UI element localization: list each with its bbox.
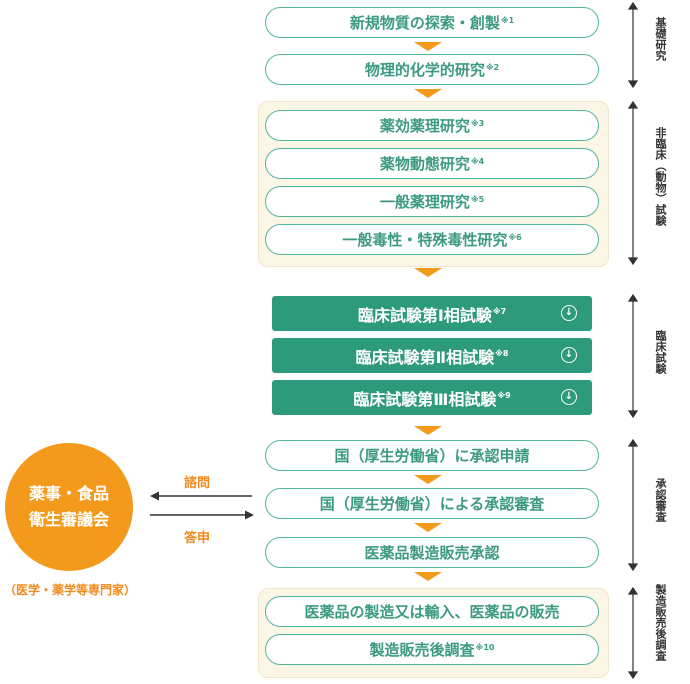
step-label: 臨床試験第Ⅲ相試験 <box>353 389 497 409</box>
report-arrow <box>150 510 254 520</box>
phase-label-basic: 基礎研究 <box>654 17 667 61</box>
step-clinical-phase1[interactable]: 臨床試験第Ⅰ相試験※7 ↓ <box>272 296 592 331</box>
step-approval[interactable]: 医薬品製造販売承認 <box>265 537 599 568</box>
step-clinical-phase2[interactable]: 臨床試験第Ⅱ相試験※8 ↓ <box>272 338 592 373</box>
footnote-mark: ※10 <box>475 643 495 652</box>
flow-arrow <box>414 572 442 581</box>
phase-label-review: 承認審査 <box>654 478 667 522</box>
flow-arrow <box>414 42 442 51</box>
step-label: 医薬品製造販売承認 <box>364 544 500 562</box>
phase-label-clinical: 臨床試験 <box>654 330 667 374</box>
footnote-mark: ※6 <box>508 233 522 242</box>
flow-arrow <box>414 523 442 532</box>
step-manufacture-sales[interactable]: 医薬品の製造又は輸入、医薬品の販売 <box>265 596 599 627</box>
flow-arrow <box>414 475 442 484</box>
step-application[interactable]: 国（厚生労働省）に承認申請 <box>265 440 599 471</box>
flow-arrow <box>414 426 442 435</box>
phase-brackets <box>627 1 639 680</box>
flow-arrow <box>414 268 442 277</box>
step-label: 新規物質の探索・創製 <box>349 14 500 32</box>
step-label: 国（厚生労働省）に承認申請 <box>334 447 530 465</box>
council-subtitle: （医学・薬学等専門家） <box>3 583 136 597</box>
step-label: 薬効薬理研究 <box>379 117 470 135</box>
step-review[interactable]: 国（厚生労働省）による承認審査 <box>265 488 599 519</box>
step-postmarket-survey[interactable]: 製造販売後調査※10 <box>265 634 599 665</box>
consult-label: 諮問 <box>184 476 211 491</box>
step-label: 一般毒性・特殊毒性研究 <box>342 231 508 249</box>
footnote-mark: ※4 <box>470 157 485 166</box>
step-label: 一般薬理研究 <box>379 193 470 211</box>
step-clinical-phase3[interactable]: 臨床試験第Ⅲ相試験※9 ↓ <box>272 380 592 415</box>
footnote-mark: ※3 <box>470 119 485 128</box>
consult-arrow <box>150 491 252 501</box>
step-label: 物理的化学的研究 <box>364 61 485 79</box>
footnote-mark: ※2 <box>485 63 500 72</box>
step-general-pharmacology[interactable]: 一般薬理研究※5 <box>265 186 599 217</box>
phase-label-postmarket: 製造販売後調査 <box>654 584 667 661</box>
footnote-mark: ※7 <box>492 307 507 316</box>
footnote-mark: ※5 <box>470 195 485 204</box>
step-label: 薬物動態研究 <box>379 155 470 173</box>
step-label: 医薬品の製造又は輸入、医薬品の販売 <box>304 603 560 621</box>
step-pharmacodynamics[interactable]: 薬効薬理研究※3 <box>265 110 599 141</box>
footnote-mark: ※8 <box>495 349 509 358</box>
council-circle: 薬事・食品 衛生審議会 <box>5 443 133 571</box>
footnote-mark: ※1 <box>500 16 515 25</box>
step-label: 国（厚生労働省）による承認審査 <box>319 495 545 513</box>
step-new-substance[interactable]: 新規物質の探索・創製※1 <box>265 7 599 38</box>
step-toxicity[interactable]: 一般毒性・特殊毒性研究※6 <box>265 224 599 255</box>
step-pharmacokinetics[interactable]: 薬物動態研究※4 <box>265 148 599 179</box>
download-circle-icon[interactable]: ↓ <box>561 389 577 405</box>
footnote-mark: ※9 <box>497 391 511 400</box>
council-line1: 薬事・食品 <box>28 484 109 503</box>
step-label: 製造販売後調査 <box>369 641 475 659</box>
flow-arrow <box>414 89 442 98</box>
download-circle-icon[interactable]: ↓ <box>561 347 577 363</box>
step-physchem[interactable]: 物理的化学的研究※2 <box>265 54 599 85</box>
step-label: 臨床試験第Ⅱ相試験 <box>355 347 495 367</box>
step-label: 臨床試験第Ⅰ相試験 <box>357 305 492 325</box>
phase-label-nonclinical: 非臨床（動物）試験 <box>654 127 667 226</box>
download-circle-icon[interactable]: ↓ <box>561 305 577 321</box>
council-line2: 衛生審議会 <box>28 510 109 529</box>
report-label: 答申 <box>184 531 211 546</box>
